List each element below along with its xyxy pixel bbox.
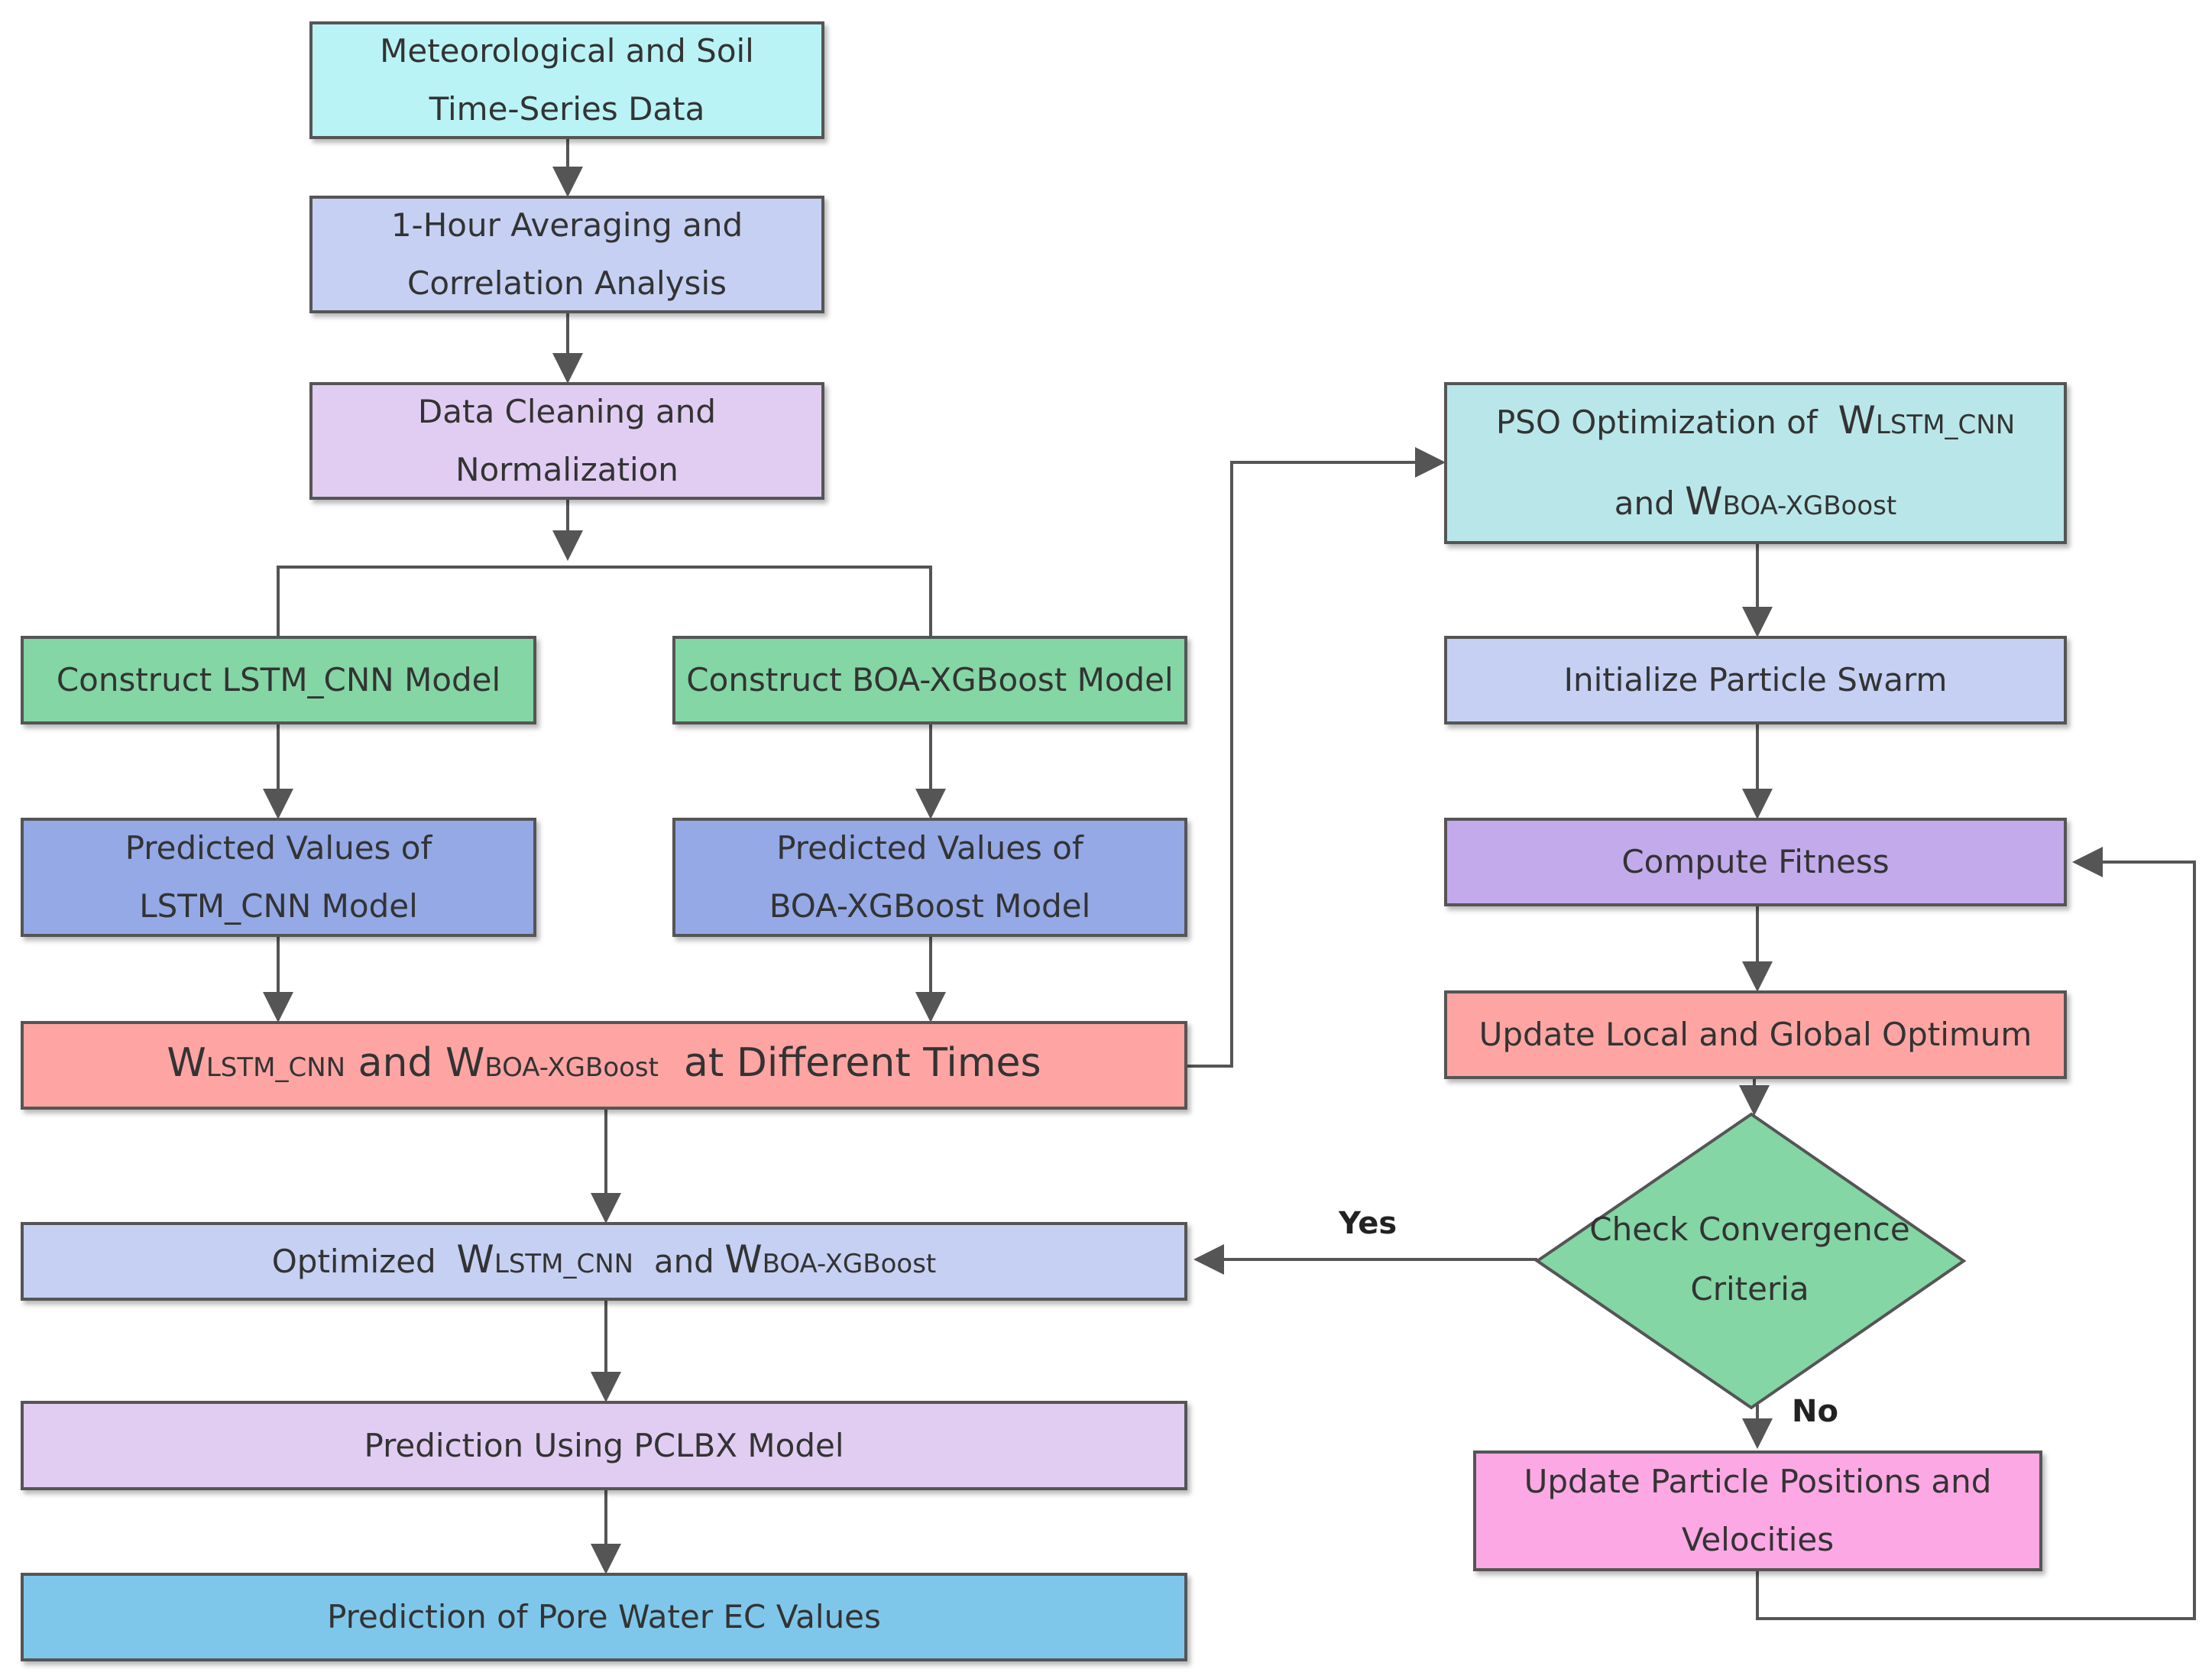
weights-mid: and <box>345 1040 445 1086</box>
weights-label: WLSTM_CNN and WBOA-XGBoost at Different … <box>167 1034 1041 1097</box>
pso-sub1: LSTM_CNN <box>1875 410 2016 440</box>
averaging-line2: Correlation Analysis <box>407 264 727 302</box>
optimized-label: Optimized WLSTM_CNN and WBOA-XGBoost <box>272 1230 937 1293</box>
update-optimum-node: Update Local and Global Optimum <box>1444 990 2067 1079</box>
update-particles-line2: Velocities <box>1681 1521 1835 1558</box>
update-optimum-label: Update Local and Global Optimum <box>1478 1016 2032 1053</box>
boa-construct-node: Construct BOA-XGBoost Model <box>672 636 1187 724</box>
arrow-weights-to-pso <box>1187 447 1446 1068</box>
weights-sub1: LSTM_CNN <box>206 1052 346 1083</box>
pso-sub2: BOA-XGBoost <box>1722 491 1897 521</box>
pso-node: PSO Optimization of WLSTM_CNN and WBOA-X… <box>1444 382 2067 544</box>
cleaning-line2: Normalization <box>455 451 678 488</box>
cleaning-node: Data Cleaning and Normalization <box>309 382 824 500</box>
init-swarm-label: Initialize Particle Swarm <box>1563 661 1948 699</box>
weights-w: W <box>167 1040 206 1086</box>
optimized-node: Optimized WLSTM_CNN and WBOA-XGBoost <box>21 1222 1187 1301</box>
met-data-line1: Meteorological and Soil <box>380 32 754 70</box>
weights-w2: W <box>445 1040 485 1086</box>
convergence-line2: Criteria <box>1690 1270 1809 1308</box>
pclbx-label: Prediction Using PCLBX Model <box>364 1426 844 1464</box>
no-label: No <box>1792 1394 1838 1429</box>
weights-tail: at Different Times <box>658 1040 1041 1086</box>
averaging-node: 1-Hour Averaging and Correlation Analysi… <box>309 196 824 313</box>
met-data-node: Meteorological and Soil Time-Series Data <box>309 21 824 139</box>
weights-sub2: BOA-XGBoost <box>484 1052 659 1083</box>
pso-prefix: PSO Optimization of <box>1495 404 1838 441</box>
branch-connector <box>277 566 932 636</box>
optimized-prefix: Optimized <box>271 1242 457 1280</box>
pclbx-node: Prediction Using PCLBX Model <box>21 1401 1187 1490</box>
lstm-pred-node: Predicted Values of LSTM_CNN Model <box>21 818 536 937</box>
pso-line1: PSO Optimization of WLSTM_CNN <box>1496 382 2015 463</box>
boa-pred-node: Predicted Values of BOA-XGBoost Model <box>672 818 1187 937</box>
pore-ec-label: Prediction of Pore Water EC Values <box>327 1598 881 1635</box>
update-particles-node: Update Particle Positions and Velocities <box>1473 1450 2042 1571</box>
yes-label: Yes <box>1339 1206 1397 1241</box>
convergence-diamond <box>1534 1112 1967 1410</box>
lstm-construct-label: Construct LSTM_CNN Model <box>56 661 501 699</box>
pso-w2: W <box>1685 479 1723 523</box>
pore-ec-node: Prediction of Pore Water EC Values <box>21 1573 1187 1661</box>
optimized-w: W <box>456 1237 494 1282</box>
optimized-sub1: LSTM_CNN <box>494 1248 634 1279</box>
boa-pred-line1: Predicted Values of <box>776 829 1083 867</box>
lstm-pred-line1: Predicted Values of <box>125 829 432 867</box>
cleaning-line1: Data Cleaning and <box>417 393 717 430</box>
convergence-line1: Check Convergence <box>1589 1211 1910 1248</box>
met-data-line2: Time-Series Data <box>429 90 705 128</box>
pso-line2-prefix: and <box>1614 485 1686 522</box>
loop-back-arrow <box>1756 847 2196 1620</box>
init-swarm-node: Initialize Particle Swarm <box>1444 636 2067 724</box>
boa-construct-label: Construct BOA-XGBoost Model <box>686 661 1174 699</box>
averaging-line1: 1-Hour Averaging and <box>390 206 743 244</box>
weights-node: WLSTM_CNN and WBOA-XGBoost at Different … <box>21 1021 1187 1110</box>
lstm-pred-line2: LSTM_CNN Model <box>139 887 418 925</box>
lstm-construct-node: Construct LSTM_CNN Model <box>21 636 536 724</box>
convergence-label: Check Convergence Criteria <box>1528 1200 1971 1319</box>
update-particles-line1: Update Particle Positions and <box>1524 1463 1992 1500</box>
fitness-label: Compute Fitness <box>1621 843 1890 880</box>
optimized-sub2: BOA-XGBoost <box>762 1248 937 1279</box>
pso-line2: and WBOA-XGBoost <box>1614 463 1896 544</box>
boa-pred-line2: BOA-XGBoost Model <box>769 887 1091 925</box>
optimized-mid: and <box>633 1242 725 1280</box>
optimized-w2: W <box>724 1237 763 1282</box>
pso-w: W <box>1838 398 1876 442</box>
fitness-node: Compute Fitness <box>1444 818 2067 906</box>
